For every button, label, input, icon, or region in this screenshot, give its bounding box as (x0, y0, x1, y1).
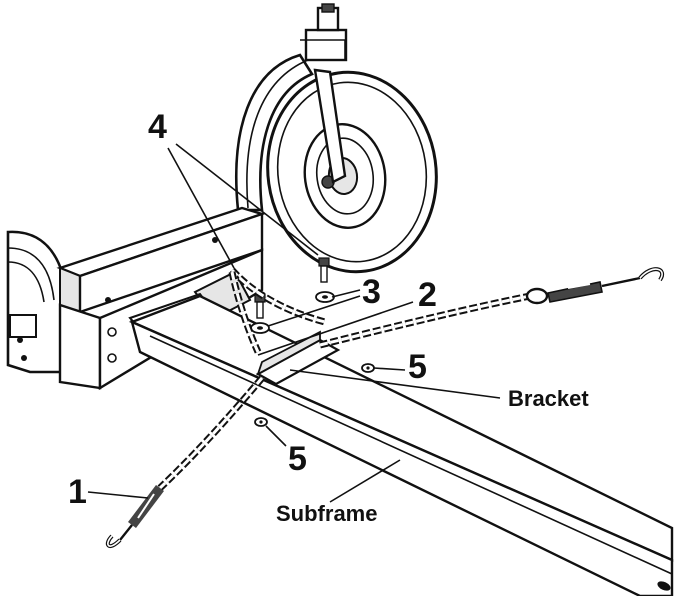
callout-2: 2 (418, 276, 437, 314)
washer-lower (250, 322, 270, 334)
leader-4-chain (167, 147, 235, 269)
nut-lower (254, 417, 268, 427)
leader-1 (87, 491, 149, 499)
callout-4: 4 (148, 108, 167, 146)
chain-bracket (255, 330, 341, 386)
safety-chain-long (157, 292, 531, 491)
leader-2 (257, 301, 414, 356)
leader-3-washer-lower (267, 295, 361, 327)
leader-5-lower (265, 425, 287, 447)
nut-upper (361, 363, 375, 373)
callout-1: 1 (68, 473, 87, 511)
turnbuckle-right (525, 267, 664, 305)
callout-3: 3 (362, 273, 381, 311)
leader-4-bolt (175, 143, 319, 256)
subframe-beam (128, 294, 674, 596)
callout-5-lower: 5 (288, 440, 307, 478)
callout-5-upper: 5 (408, 348, 427, 386)
label-subframe: Subframe (276, 501, 377, 526)
leader-5-upper (373, 367, 406, 371)
safety-chain-upper (228, 267, 326, 354)
leader-3-washer (331, 289, 361, 298)
bolt-upper (318, 257, 330, 283)
caster-fork (234, 3, 348, 212)
leader-bracket (289, 369, 501, 399)
leader-lines (87, 143, 501, 503)
label-bracket: Bracket (508, 386, 589, 411)
washer-upper (315, 291, 335, 303)
leader-subframe (329, 459, 401, 503)
machine-housing (6, 230, 70, 374)
turnbuckle-left (105, 484, 164, 549)
